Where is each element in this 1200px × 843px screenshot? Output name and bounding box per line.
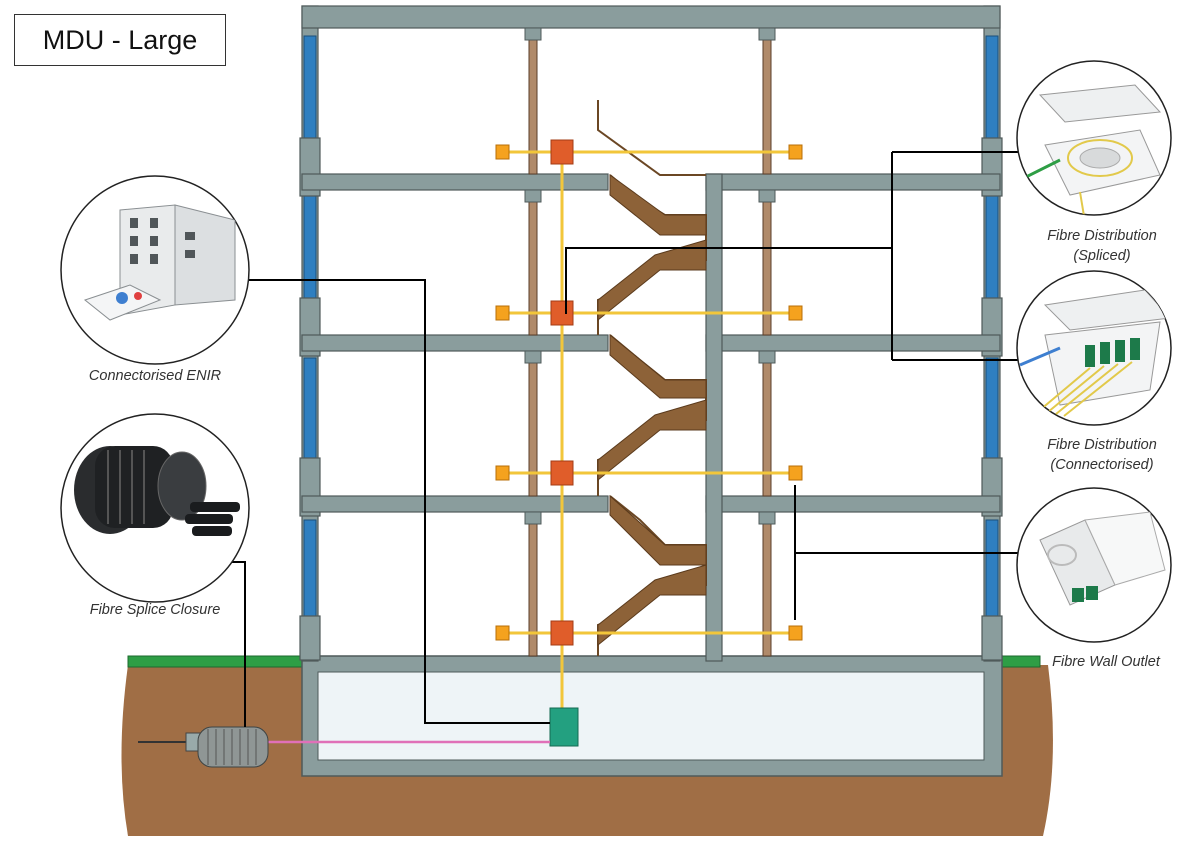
diagram-title: MDU - Large (14, 14, 226, 66)
fd-connectorised-callout (1016, 270, 1172, 426)
floor-slabs (301, 5, 1001, 513)
grass-left (127, 655, 304, 668)
column-caps (524, 27, 776, 525)
columns (528, 27, 772, 657)
wall-outlet-callout (1016, 487, 1172, 643)
wall-outlet-caption: Fibre Wall Outlet (1052, 654, 1160, 670)
fd-spliced-caption-line2: (Spliced) (1073, 248, 1131, 264)
splice-closure-callout (60, 413, 250, 603)
fd-connectorised-caption-line2: (Connectorised) (1050, 457, 1154, 473)
stair-flights (597, 174, 707, 647)
enir-box (549, 707, 579, 747)
callout-lines (220, 151, 1022, 727)
basement-room (317, 671, 985, 761)
outlet-boxes (495, 144, 803, 641)
fd-connectorised-caption: Fibre Distribution (Connectorised) (1012, 435, 1192, 475)
fd-spliced-caption-line1: Fibre Distribution (1047, 228, 1157, 244)
enir-callout (60, 175, 250, 365)
windows-left (303, 35, 317, 617)
underground-splice-closure (138, 726, 269, 768)
splice-closure-caption: Fibre Splice Closure (89, 602, 221, 618)
fd-connectorised-caption-line1: Fibre Distribution (1047, 437, 1157, 453)
enir-caption: Connectorised ENIR (88, 368, 222, 384)
floor-distribution-boxes (550, 139, 574, 646)
fd-spliced-caption: Fibre Distribution (Spliced) (1012, 226, 1192, 266)
fd-spliced-callout (1016, 60, 1172, 216)
